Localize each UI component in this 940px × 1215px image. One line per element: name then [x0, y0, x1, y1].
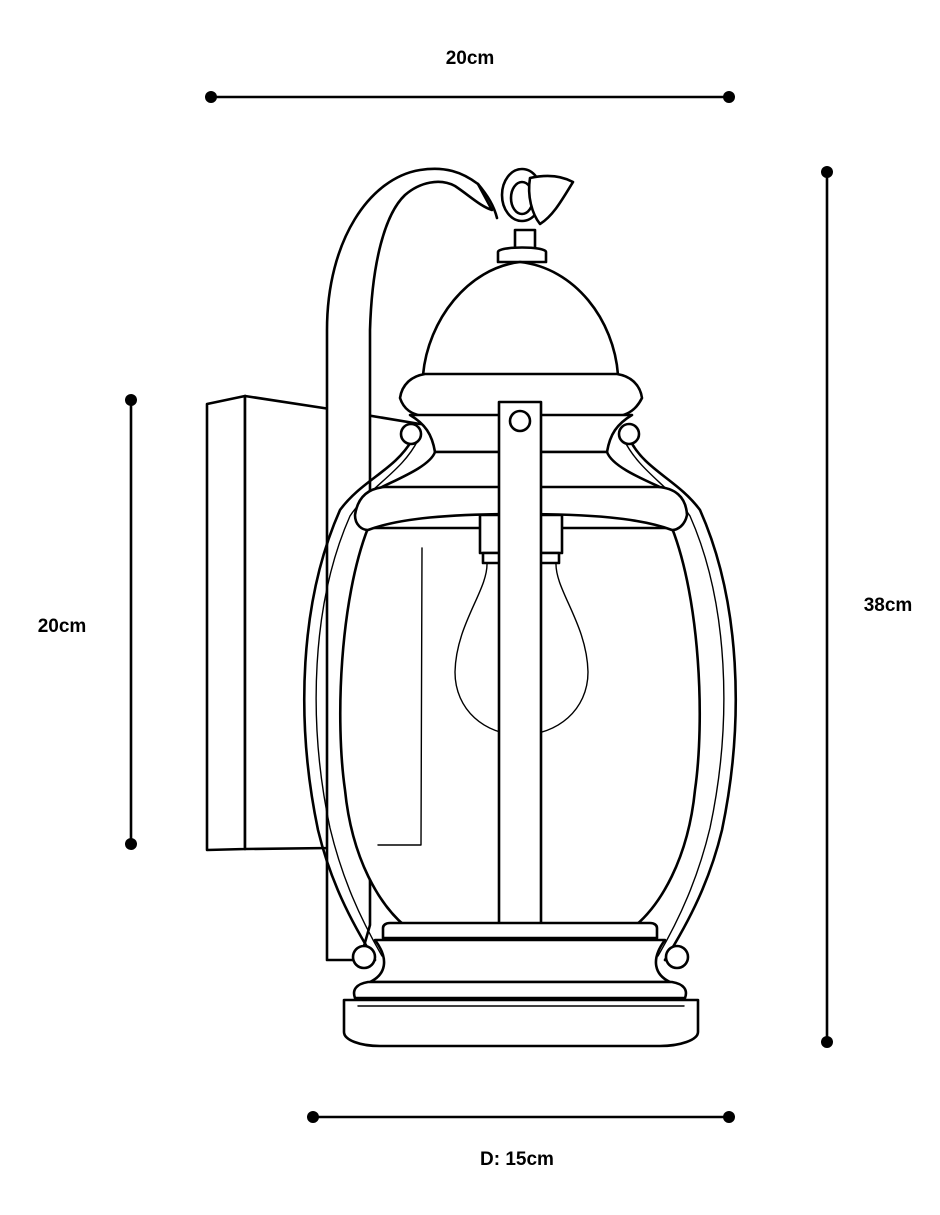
lamp-dome: [378, 246, 664, 490]
rivets: [351, 422, 690, 970]
top-width-endpoint-left: [205, 91, 217, 103]
top-width-dimension: 20cm: [205, 48, 735, 103]
bottom-depth-dimension: D: 15cm: [307, 1111, 735, 1170]
bottom-depth-endpoint-right: [723, 1111, 735, 1123]
wall-mount-plate: [205, 394, 422, 852]
hanging-ring: [500, 167, 575, 252]
right-height-endpoint-top: [821, 166, 833, 178]
bottom-depth-endpoint-left: [307, 1111, 319, 1123]
left-height-label: 20cm: [38, 616, 87, 637]
lamp-base: [342, 921, 700, 1048]
bottom-depth-label: D: 15cm: [480, 1149, 554, 1170]
right-height-endpoint-bottom: [821, 1036, 833, 1048]
center-strap: [497, 400, 543, 1000]
right-height-dimension: 38cm: [821, 166, 912, 1048]
left-height-endpoint-top: [125, 394, 137, 406]
top-width-label: 20cm: [446, 48, 495, 69]
left-height-endpoint-bottom: [125, 838, 137, 850]
top-width-endpoint-right: [723, 91, 735, 103]
left-height-dimension: 20cm: [38, 394, 137, 850]
lamp-illustration: [205, 167, 737, 1048]
right-height-label: 38cm: [864, 595, 913, 616]
